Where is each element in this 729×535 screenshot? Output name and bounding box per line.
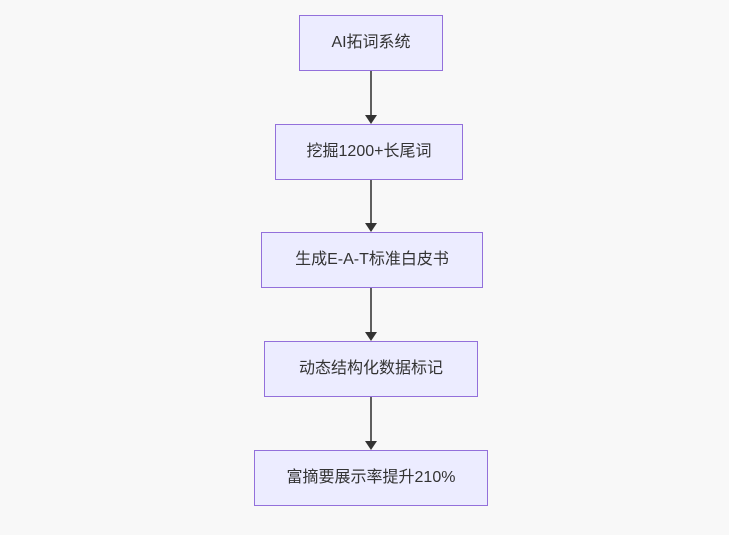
- arrowhead-down-icon: [365, 223, 377, 232]
- node-label: 生成E-A-T标准白皮书: [295, 251, 449, 268]
- arrowhead-down-icon: [365, 441, 377, 450]
- edge-line: [370, 397, 372, 442]
- edge-line: [370, 288, 372, 333]
- node-label: 富摘要展示率提升210%: [286, 469, 456, 486]
- flow-node-ai-word-expansion-system: AI拓词系统: [299, 15, 443, 71]
- edge-b-to-c: [364, 180, 378, 232]
- edge-d-to-e: [364, 397, 378, 450]
- flow-node-rich-snippet-rate-increase: 富摘要展示率提升210%: [254, 450, 488, 506]
- edge-line: [370, 180, 372, 224]
- edge-a-to-b: [364, 71, 378, 124]
- arrowhead-down-icon: [365, 115, 377, 124]
- edge-line: [370, 71, 372, 116]
- node-label: 动态结构化数据标记: [298, 360, 443, 377]
- arrowhead-down-icon: [365, 332, 377, 341]
- node-label: AI拓词系统: [331, 34, 411, 51]
- flow-node-eat-whitepaper: 生成E-A-T标准白皮书: [261, 232, 483, 288]
- flow-node-dynamic-structured-data-markup: 动态结构化数据标记: [264, 341, 478, 397]
- flow-node-longtail-keyword-mining: 挖掘1200+长尾词: [275, 124, 463, 180]
- node-label: 挖掘1200+长尾词: [306, 143, 432, 160]
- edge-c-to-d: [364, 288, 378, 341]
